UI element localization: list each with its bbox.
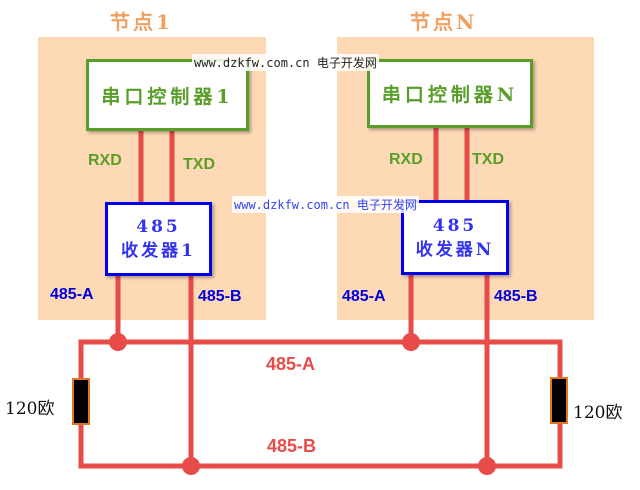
node1-transceiver-line1: 485 (136, 217, 181, 237)
nodeN-controller-label: 串口控制器N (381, 84, 519, 106)
node1-b-label: 485-B (198, 288, 242, 305)
junction-dot (109, 333, 127, 351)
watermark: www.dzkfw.com.cn 电子开发网 (192, 54, 379, 71)
watermark-url: www.dzkfw.com.cn (194, 56, 310, 70)
nodeN-title: 节点N (410, 10, 478, 34)
bus-a-label: 485-A (266, 354, 316, 374)
bus-b-line (78, 401, 563, 469)
right-resistor-label: 120欧 (573, 403, 623, 423)
junction-dot (402, 333, 420, 351)
bus-a-line (78, 339, 563, 401)
nodeN-b-label: 485-B (494, 288, 538, 305)
left-resistor (72, 378, 90, 425)
nodeN-txd-label: TXD (472, 151, 504, 168)
nodeN-controller: 串口控制器N (367, 59, 533, 128)
junction-dot (478, 457, 496, 475)
bus-b-label: 485-B (267, 436, 317, 456)
node1-title: 节点1 (110, 10, 173, 34)
watermark-name: 电子开发网 (356, 198, 417, 212)
node1-txd-label: TXD (183, 156, 215, 173)
watermark-name: 电子开发网 (316, 56, 377, 70)
node1-controller: 串口控制器1 (86, 59, 249, 131)
right-resistor (550, 377, 568, 424)
node1-transceiver-line2: 收发器1 (121, 241, 196, 261)
node1-transceiver: 485 收发器1 (105, 202, 212, 276)
watermark: www.dzkfw.com.cn 电子开发网 (232, 196, 419, 213)
node1-a-label: 485-A (50, 286, 94, 303)
left-resistor-label: 120欧 (5, 399, 55, 419)
watermark-url: www.dzkfw.com.cn (234, 198, 350, 212)
nodeN-transceiver: 485 收发器N (401, 200, 509, 275)
nodeN-a-label: 485-A (342, 288, 386, 305)
nodeN-transceiver-line2: 收发器N (415, 239, 495, 260)
node1-rxd-label: RXD (88, 152, 122, 169)
nodeN-transceiver-line1: 485 (432, 215, 478, 236)
junction-dot (182, 457, 200, 475)
nodeN-rxd-label: RXD (389, 151, 423, 168)
node1-controller-label: 串口控制器1 (101, 85, 234, 108)
